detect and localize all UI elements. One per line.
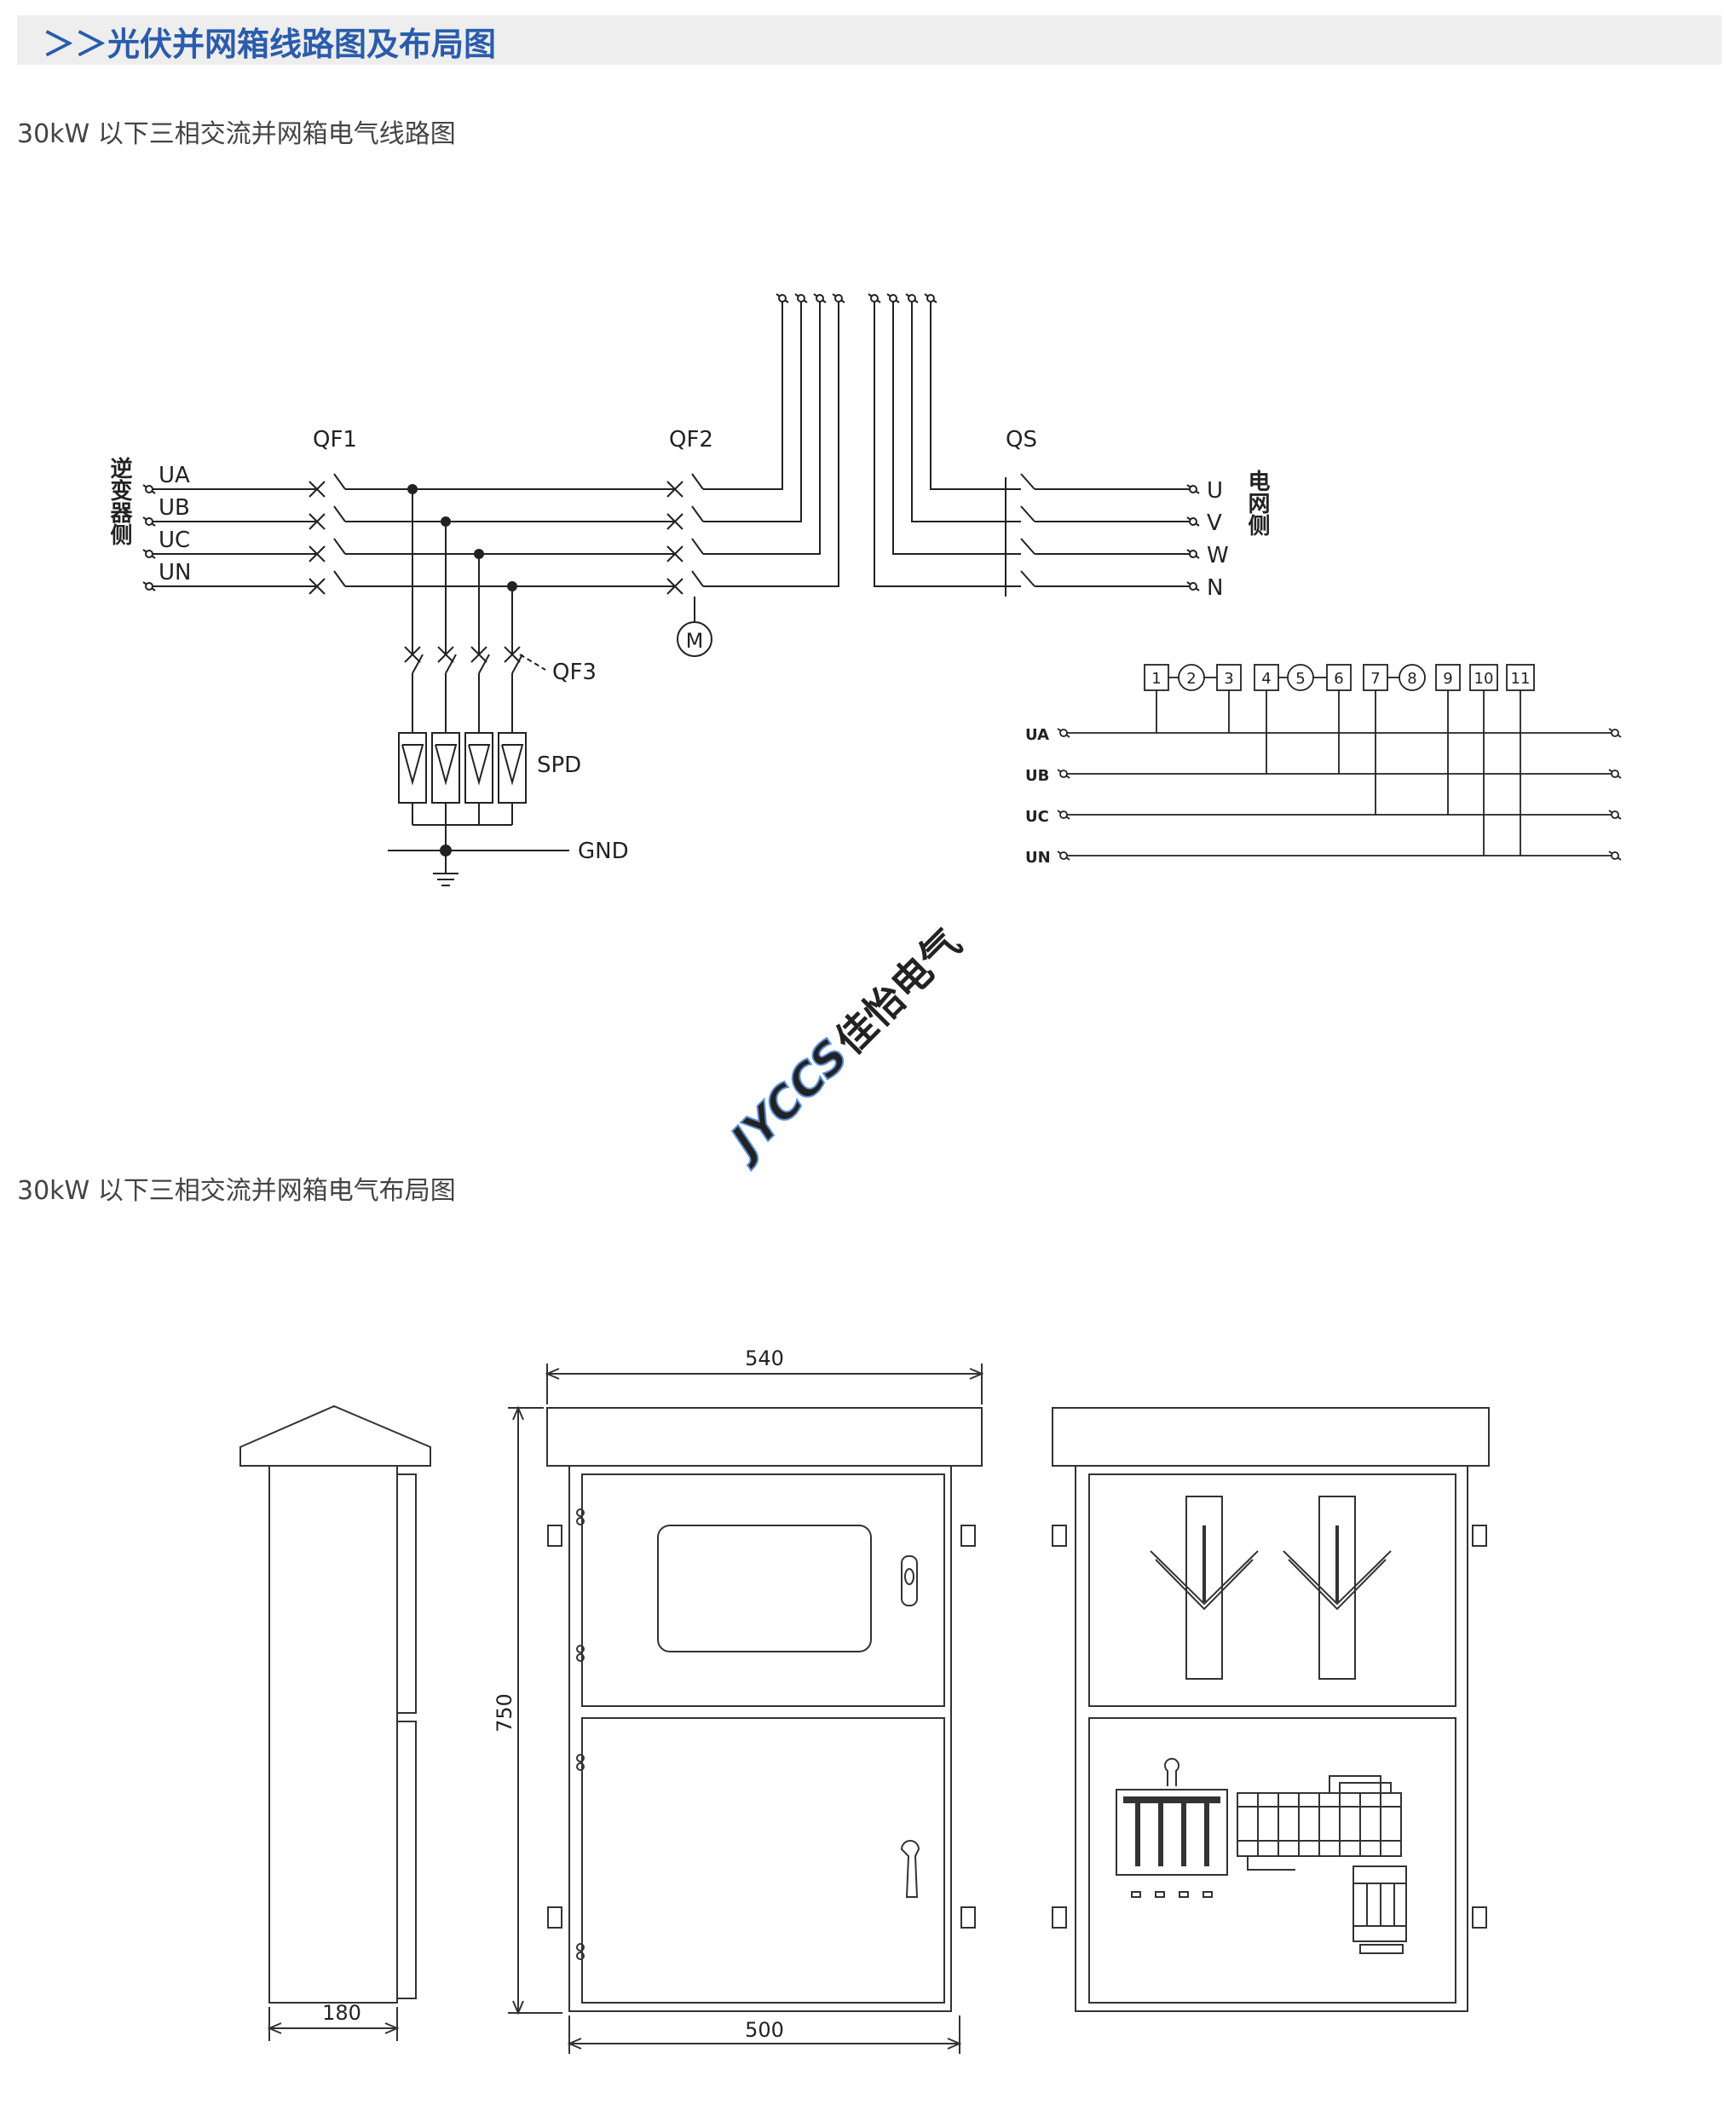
dim-depth <box>267 2007 400 2041</box>
watermark-logo: JYCCS <box>716 1030 858 1173</box>
grid-side-label: 电网侧 <box>1244 470 1270 536</box>
terminal-line-labels: UA UB UC UN <box>1025 726 1051 867</box>
ground-symbol <box>388 845 569 886</box>
spd-branch <box>404 484 546 733</box>
label-gnd: GND <box>578 839 629 864</box>
label-ub: UB <box>159 495 190 521</box>
label-qs: QS <box>1006 427 1037 453</box>
interior-view <box>1052 1407 1490 2012</box>
terminal-label-un: UN <box>1025 849 1051 867</box>
label-uc: UC <box>159 528 190 553</box>
layout-drawing: 180 540 <box>239 1346 1490 2054</box>
dim-body-width-label: 500 <box>745 2018 784 2042</box>
dim-body-width <box>567 2015 962 2054</box>
header-bar: ＞＞光伏并网箱线路图及布局图 <box>17 15 1722 65</box>
svg-text:10: 10 <box>1474 670 1494 688</box>
dim-height-label: 750 <box>493 1693 516 1733</box>
label-ua: UA <box>159 463 190 488</box>
dim-top-width <box>545 1364 984 1404</box>
label-spd: SPD <box>537 753 581 778</box>
label-w: W <box>1207 543 1229 568</box>
inverter-side-label-group: 逆变器侧 <box>107 456 133 545</box>
label-un: UN <box>159 560 191 585</box>
svg-text:6: 6 <box>1334 670 1343 688</box>
label-n: N <box>1207 575 1223 601</box>
svg-text:7: 7 <box>1370 670 1380 688</box>
terminal-label-uc: UC <box>1025 808 1049 826</box>
side-view <box>239 1404 431 2004</box>
layout-diagram-caption: 30kW 以下三相交流并网箱电气布局图 <box>17 1176 456 1206</box>
meter-wiring <box>712 293 1006 587</box>
switch-qs <box>1005 473 1193 597</box>
breaker-qf2 <box>665 473 712 622</box>
watermark-brand: 佳怡电气 <box>827 920 970 1063</box>
label-qf3: QF3 <box>552 660 597 685</box>
circuit-diagram: 逆变器侧 UA UB UC UN QF1 <box>107 293 1622 886</box>
watermark: JYCCS 佳怡电气 <box>715 920 970 1173</box>
spd-modules <box>398 732 527 851</box>
svg-text:11: 11 <box>1511 670 1531 688</box>
svg-text:1: 1 <box>1151 670 1161 688</box>
circuit-diagram-caption: 30kW 以下三相交流并网箱电气线路图 <box>17 119 456 149</box>
label-qf2: QF2 <box>669 427 713 453</box>
svg-text:4: 4 <box>1261 670 1271 688</box>
terminal-block-diagram <box>1057 664 1622 861</box>
svg-text:2: 2 <box>1186 670 1196 688</box>
breaker-qf1 <box>307 473 356 597</box>
svg-text:8: 8 <box>1407 670 1416 688</box>
label-u: U <box>1207 478 1223 504</box>
svg-text:5: 5 <box>1295 670 1305 688</box>
label-meter: M <box>686 629 704 653</box>
terminal-numbers: 1 2 3 4 5 6 7 8 9 10 11 <box>1151 670 1530 688</box>
dim-height <box>508 1405 562 2015</box>
svg-text:9: 9 <box>1443 670 1452 688</box>
terminal-label-ua: UA <box>1025 726 1049 744</box>
meter-symbol <box>677 621 712 657</box>
svg-text:3: 3 <box>1224 670 1233 688</box>
front-view <box>546 1407 983 2012</box>
inverter-side-label: 逆变器侧 <box>107 456 133 545</box>
terminal-label-ub: UB <box>1025 767 1049 785</box>
label-v: V <box>1207 510 1222 536</box>
label-qf1: QF1 <box>313 427 357 453</box>
page-title: ＞＞光伏并网箱线路图及布局图 <box>43 26 497 63</box>
dim-top-width-label: 540 <box>745 1346 784 1370</box>
dim-depth-label: 180 <box>322 2001 361 2025</box>
